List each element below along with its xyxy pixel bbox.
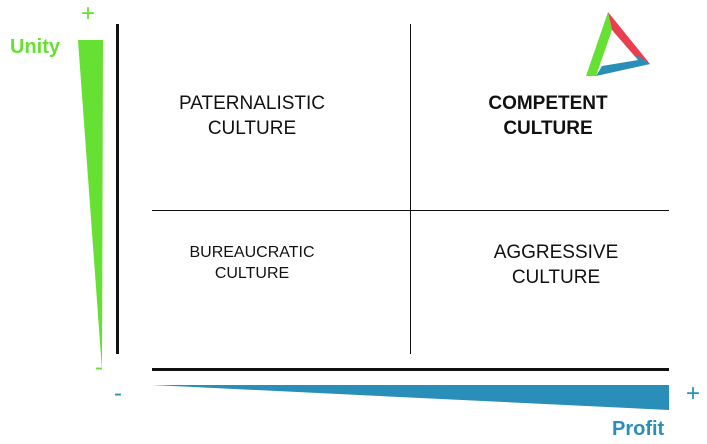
quadrant-bottom-left-line2: CULTURE bbox=[214, 264, 290, 282]
quadrant-bottom-left-line1: BUREAUCRATIC bbox=[189, 244, 315, 261]
quadrant-top-left-line1: PATERNALISTIC bbox=[178, 93, 326, 114]
quadrant-horizontal-divider bbox=[152, 210, 669, 211]
unity-minus-sign: - bbox=[95, 354, 103, 381]
vertical-axis-line bbox=[116, 24, 119, 354]
quadrant-vertical-divider bbox=[410, 24, 411, 354]
profit-wedge bbox=[152, 385, 669, 410]
quadrant-bottom-left-label: BUREAUCRATIC CULTURE bbox=[152, 243, 352, 285]
quadrant-top-right-line2: CULTURE bbox=[503, 117, 593, 139]
quadrant-bottom-right-line1: AGGRESSIVE bbox=[493, 242, 619, 263]
unity-axis-label: Unity bbox=[10, 36, 60, 58]
quadrant-bottom-right-label: AGGRESSIVE CULTURE bbox=[456, 241, 656, 290]
unity-wedge bbox=[78, 40, 103, 370]
quadrant-top-left-label: PATERNALISTIC CULTURE bbox=[152, 92, 352, 141]
horizontal-axis-line bbox=[152, 368, 669, 371]
quadrant-top-right-line1: COMPETENT bbox=[488, 93, 608, 114]
quadrant-top-left-line2: CULTURE bbox=[207, 117, 297, 139]
profit-minus-sign: - bbox=[114, 380, 122, 407]
triangle-logo-icon bbox=[586, 12, 650, 76]
profit-axis-label: Profit bbox=[612, 418, 665, 440]
quadrant-top-right-label: COMPETENT CULTURE bbox=[448, 92, 648, 141]
profit-plus-sign: + bbox=[686, 380, 701, 407]
quadrant-bottom-right-line2: CULTURE bbox=[511, 266, 601, 288]
unity-plus-sign: + bbox=[81, 0, 96, 27]
